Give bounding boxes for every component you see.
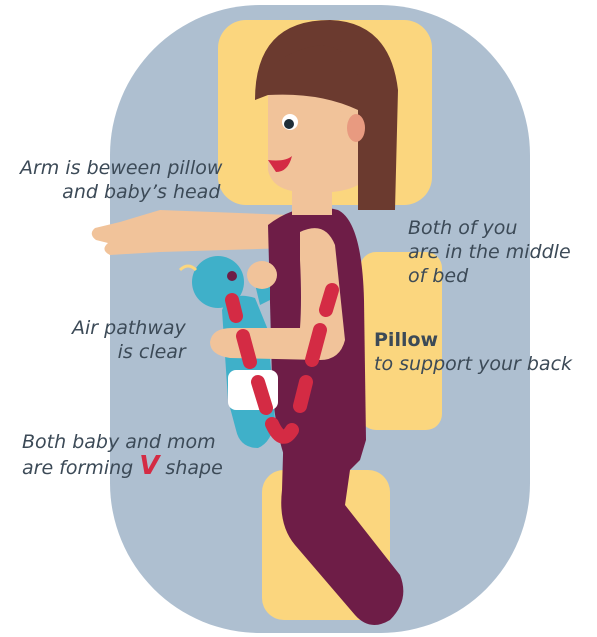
label-v-shape: Both baby and mom are forming V shape xyxy=(22,430,223,480)
label-pillow-title: Pillow xyxy=(374,328,572,352)
label-middle-line2: are in the middle xyxy=(408,240,571,264)
v-letter: V xyxy=(139,451,159,481)
label-air-line1: Air pathway xyxy=(72,316,186,340)
label-air: Air pathway is clear xyxy=(72,316,186,364)
label-arm-line2: and baby’s head xyxy=(20,180,220,204)
label-air-line2: is clear xyxy=(72,340,186,364)
label-arm-line1: Arm is beween pillow xyxy=(20,156,222,180)
label-middle-line1: Both of you xyxy=(408,216,571,240)
label-v-line2-pre: are forming xyxy=(22,457,133,479)
label-pillow-sub: to support your back xyxy=(374,352,572,376)
label-pillow: Pillow to support your back xyxy=(374,328,572,376)
label-arm: Arm is beween pillow and baby’s head xyxy=(20,156,222,204)
label-v-line1: Both baby and mom xyxy=(22,430,223,454)
mom-breast xyxy=(247,261,277,289)
label-middle: Both of you are in the middle of bed xyxy=(408,216,571,288)
mom-ear xyxy=(347,114,365,142)
label-v-line2-post: shape xyxy=(165,457,222,479)
label-middle-line3: of bed xyxy=(408,264,571,288)
